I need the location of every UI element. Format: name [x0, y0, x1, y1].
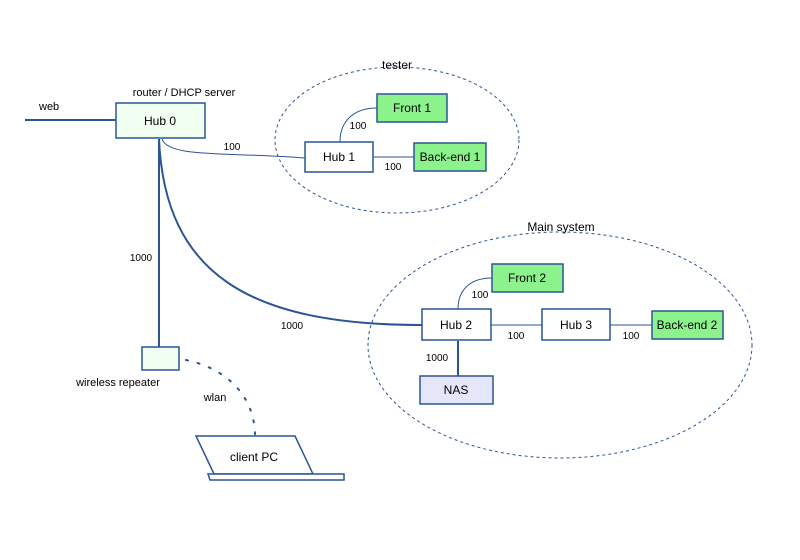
- speed-hub0-hub1: 100: [224, 142, 241, 153]
- hub0-hub1-link: [161, 138, 306, 159]
- hub3-box[interactable]: [541, 308, 611, 341]
- hub0-label: Hub 0: [144, 114, 176, 128]
- web-label: web: [38, 101, 59, 113]
- speed-hub2-nas: 1000: [426, 353, 449, 364]
- hub2-label: Hub 2: [440, 318, 472, 332]
- speed-hub2-front2: 100: [472, 290, 489, 301]
- speed-hub2-hub3: 100: [508, 331, 525, 342]
- front2-box[interactable]: [491, 263, 564, 293]
- speed-hub0-repeater: 1000: [130, 253, 153, 264]
- hub1-box[interactable]: [304, 141, 374, 173]
- client-pc-label: client PC: [230, 450, 278, 464]
- hub2-front2-link: [457, 277, 493, 310]
- hub3-label: Hub 3: [560, 318, 592, 332]
- main-system-group-ellipse: [367, 231, 753, 459]
- wlan-link: [185, 359, 256, 437]
- backend1-label: Back-end 1: [420, 150, 481, 164]
- front1-label: Front 1: [393, 101, 431, 115]
- hub1-label: Hub 1: [323, 150, 355, 164]
- speed-hub1-front1: 100: [350, 121, 367, 132]
- router-label: router / DHCP server: [133, 87, 236, 99]
- wlan-label: wlan: [203, 392, 227, 404]
- connections: [25, 107, 652, 437]
- tester-title: tester: [382, 58, 412, 72]
- speed-hub3-backend2: 100: [623, 331, 640, 342]
- nas-box[interactable]: [419, 375, 494, 405]
- front2-label: Front 2: [508, 271, 546, 285]
- wireless-repeater-label: wireless repeater: [75, 377, 160, 389]
- front1-box[interactable]: [376, 93, 448, 123]
- backend2-label: Back-end 2: [657, 318, 718, 332]
- nas-label: NAS: [444, 383, 469, 397]
- speed-hub0-hub2: 1000: [281, 321, 304, 332]
- laptop-base: [206, 473, 345, 481]
- tester-group-ellipse: [274, 66, 520, 214]
- hub1-front1-link: [339, 107, 378, 143]
- backend1-box[interactable]: [413, 142, 487, 172]
- hub0-hub2-link: [158, 138, 423, 326]
- speed-hub1-backend1: 100: [385, 162, 402, 173]
- hub0-box[interactable]: [115, 102, 206, 139]
- main-system-title: Main system: [527, 220, 594, 234]
- hub2-box[interactable]: [421, 308, 492, 341]
- wireless-repeater-box[interactable]: [141, 346, 180, 371]
- backend2-box[interactable]: [651, 310, 724, 340]
